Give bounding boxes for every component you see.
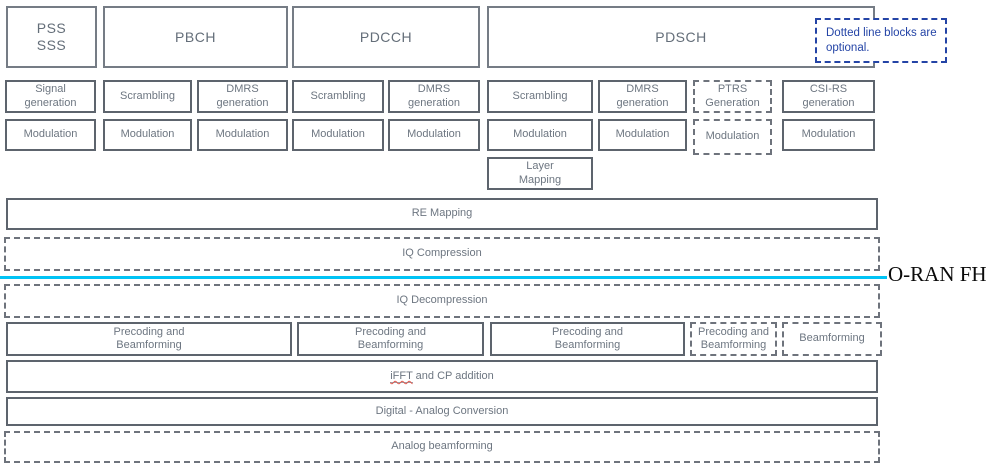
block-ifft-cp-addition: iFFT and CP addition (6, 360, 878, 393)
block-scrambling-pbch: Scrambling (103, 80, 192, 113)
block-re-mapping: RE Mapping (6, 198, 878, 230)
block-iq-compression-optional: IQ Compression (4, 237, 880, 271)
block-precoding-beamforming-2: Precoding and Beamforming (297, 322, 484, 356)
oran-fh-label: O-RAN FH (888, 262, 987, 286)
block-csirs-generation: CSI-RS generation (782, 80, 875, 113)
block-modulation-1: Modulation (5, 119, 96, 151)
block-scrambling-pdcch: Scrambling (292, 80, 384, 113)
block-precoding-beamforming-1: Precoding and Beamforming (6, 322, 292, 356)
ifft-underlined-text: iFFT (390, 369, 413, 383)
block-pdcch: PDCCH (292, 6, 480, 68)
block-beamforming-optional: Beamforming (782, 322, 882, 356)
block-signal-generation: Signal generation (5, 80, 96, 113)
block-layer-mapping: Layer Mapping (487, 157, 593, 190)
block-modulation-3: Modulation (197, 119, 288, 151)
oran-fh-split-line (0, 276, 887, 279)
optional-blocks-note: Dotted line blocks are optional. (815, 18, 947, 63)
block-modulation-5: Modulation (388, 119, 480, 151)
block-modulation-6: Modulation (487, 119, 593, 151)
block-ptrs-generation-optional: PTRS Generation (693, 80, 772, 113)
block-modulation-9: Modulation (782, 119, 875, 151)
block-pbch: PBCH (103, 6, 288, 68)
block-precoding-beamforming-optional: Precoding and Beamforming (690, 322, 777, 356)
block-dmrs-generation-pbch: DMRS generation (197, 80, 288, 113)
block-analog-beamforming-optional: Analog beamforming (4, 431, 880, 463)
block-modulation-7: Modulation (598, 119, 687, 151)
ifft-rest-text: and CP addition (412, 369, 494, 382)
block-modulation-2: Modulation (103, 119, 192, 151)
block-precoding-beamforming-3: Precoding and Beamforming (490, 322, 685, 356)
block-scrambling-pdsch: Scrambling (487, 80, 593, 113)
block-iq-decompression-optional: IQ Decompression (4, 284, 880, 318)
block-dmrs-generation-pdsch: DMRS generation (598, 80, 687, 113)
block-dmrs-generation-pdcch: DMRS generation (388, 80, 480, 113)
block-modulation-4: Modulation (292, 119, 384, 151)
block-modulation-ptrs-optional: Modulation (693, 119, 772, 155)
block-pdsch: PDSCH (487, 6, 875, 68)
sss-label: SSS (36, 37, 67, 53)
block-digital-analog-conversion: Digital - Analog Conversion (6, 397, 878, 426)
pss-label: PSS (36, 20, 67, 37)
block-pss-sss: PSS SSS (6, 6, 97, 68)
